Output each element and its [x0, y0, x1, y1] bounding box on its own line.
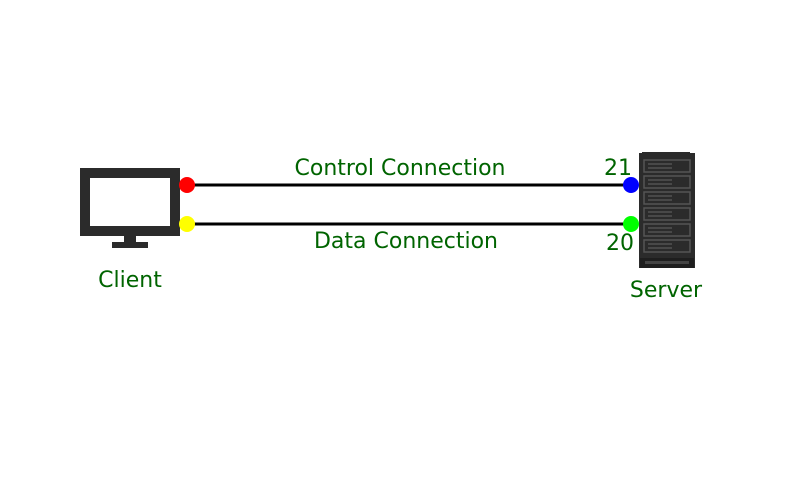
server-label: Server	[630, 278, 703, 303]
client-label: Client	[98, 268, 162, 293]
control-connection-label: Control Connection	[295, 156, 506, 181]
server-tower-icon	[639, 152, 695, 268]
data-connection-label: Data Connection	[314, 229, 498, 254]
server-data-port-dot	[623, 216, 639, 232]
client-data-port-dot	[179, 216, 195, 232]
server-control-port-dot	[623, 177, 639, 193]
client-control-port-dot	[179, 177, 195, 193]
control-port-number: 21	[604, 156, 632, 181]
monitor-icon	[80, 168, 180, 248]
data-port-number: 20	[606, 231, 634, 256]
